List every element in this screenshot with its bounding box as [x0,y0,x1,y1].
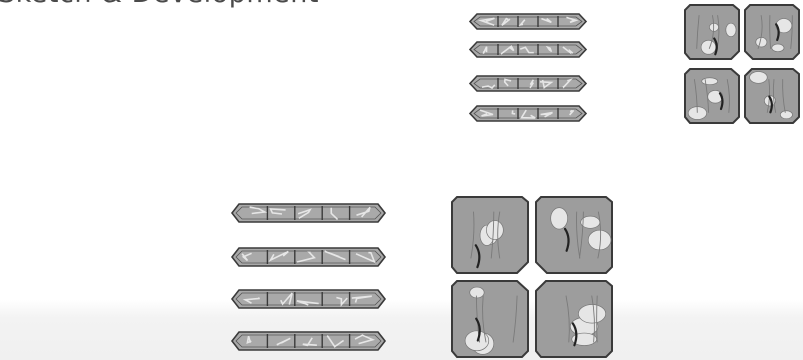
sketch-development-heading: Sketch & Development [0,0,319,9]
strip-large-1 [231,203,386,223]
strip-large-2 [231,247,386,267]
bottom-band [0,300,803,360]
strip-small-3 [469,75,587,92]
strip-small-2 [469,41,587,58]
tile-small-top-left [684,4,740,60]
strip-small-4 [469,105,587,122]
tile-large-top-right [535,196,613,274]
tile-large-bottom-right [535,280,613,358]
tile-small-bottom-right [744,68,800,124]
tile-large-bottom-left [451,280,529,358]
strip-large-4 [231,331,386,351]
strip-large-3 [231,289,386,309]
tile-small-top-right [744,4,800,60]
tile-small-bottom-left [684,68,740,124]
tile-large-top-left [451,196,529,274]
strip-small-1 [469,13,587,30]
